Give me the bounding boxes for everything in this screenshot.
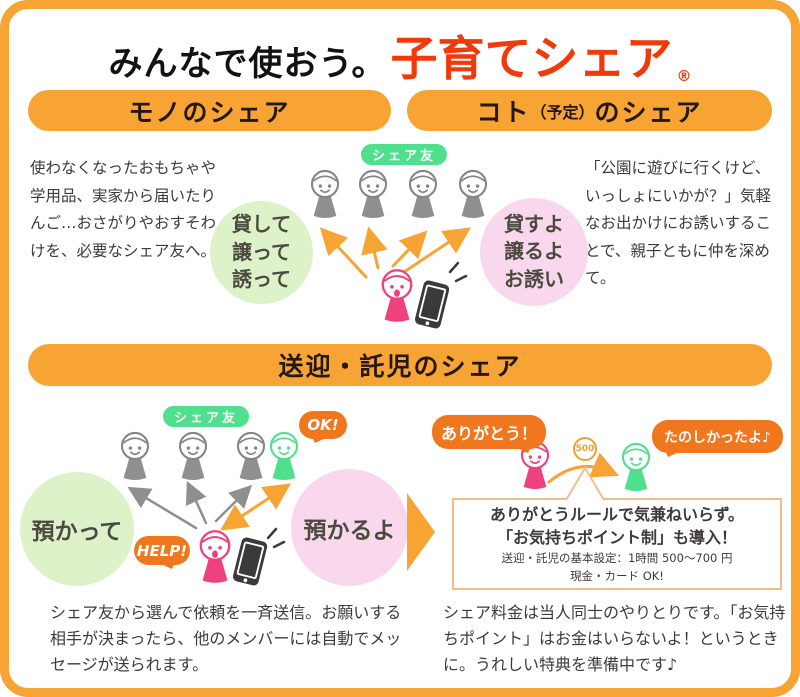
ok-speech-bubble: OK! (299, 411, 347, 439)
flow-triangle-arrow (407, 493, 435, 571)
gray-friend-icon (172, 429, 214, 484)
rule-box-notch (565, 467, 605, 501)
green-helper-icon (263, 429, 305, 484)
give-line-1: 貸して (231, 212, 292, 237)
ask-label: 預かって (31, 519, 123, 545)
page-title: みんなで使おう。 子育てシェア ® (0, 20, 800, 89)
gray-friend-icon (452, 167, 494, 222)
header-koto-rest: のシェア (594, 97, 703, 127)
ok-double-arrow (220, 483, 291, 531)
gray-friend-icon (402, 167, 444, 222)
receive-line-2: 譲るよ (504, 239, 564, 264)
gray-friend-icon (304, 167, 346, 222)
offer-label: 預かるよ (303, 517, 396, 544)
sokugei-left-caption: シェア友から選んで依頼を一斉送信。お願いする相手が決まったら、他のメンバーには自… (50, 603, 402, 675)
give-line-3: 誘って (232, 267, 291, 292)
header-koto-small: （予定） (530, 102, 595, 122)
title-prefix: みんなで使おう。 (108, 44, 387, 84)
receive-line-1: 貸すよ (504, 211, 564, 236)
mono-description: 使わなくなったおもちゃや学用品、実家から届いたりんご…おさがりやおすそわけを、必… (30, 159, 217, 260)
rule-line-2: 「お気持ちポイント制」も導入！ (496, 528, 737, 548)
header-koto-share: コト （予定） のシェア (407, 90, 772, 131)
rule-line-4: 現金・カード OK! (570, 568, 664, 583)
gray-friend-icon (352, 167, 394, 222)
give-line-2: 譲って (232, 239, 291, 264)
green-helper-icon (615, 440, 657, 495)
rule-line-1: ありがとうルールで気兼ねいらず。 (489, 505, 745, 525)
offer-circle: 預かるよ (291, 469, 408, 586)
receive-circle: 貸すよ 譲るよ お誘い (480, 198, 588, 306)
header-sokugei-share: 送迎・託児のシェア (28, 344, 772, 386)
coin-500-icon: 500 (573, 437, 597, 461)
rule-line-3: 送迎・託児の基本設定：1時間 500〜700 円 (501, 551, 733, 566)
sokugei-right-caption: シェア料金は当人同士のやりとりです。「お気持ちポイント」はお金はいらないよ！とい… (443, 603, 786, 675)
point-rule-box: ありがとうルールで気兼ねいらず。 「お気持ちポイント制」も導入！ 送迎・託児の基… (452, 498, 782, 590)
give-circle: 貸して 譲って 誘って (210, 201, 313, 304)
header-koto-main: コト (476, 97, 531, 127)
registered-mark: ® (676, 67, 692, 85)
ask-circle: 預かって (20, 472, 134, 586)
share-friend-badge-bottom: シェア友 (163, 406, 249, 427)
request-arrows (127, 480, 253, 530)
share-friend-badge-top: シェア友 (361, 144, 447, 165)
payment-curve-arrow (547, 452, 620, 484)
title-brand: 子育てシェア (390, 32, 673, 87)
gray-friend-icon (114, 429, 156, 484)
header-mono-share: モノのシェア (28, 90, 391, 131)
fun-speech-bubble: たのしかったよ♪ (652, 420, 783, 453)
thanks-speech-bubble: ありがとう！ (432, 415, 546, 449)
help-speech-bubble: HELP! (134, 536, 190, 565)
koto-description: 「公園に遊びに行くけど、いっしょにいかが？」気軽なお出かけにお誘いすることで、親… (585, 159, 772, 288)
receive-line-3: お誘い (504, 266, 564, 291)
